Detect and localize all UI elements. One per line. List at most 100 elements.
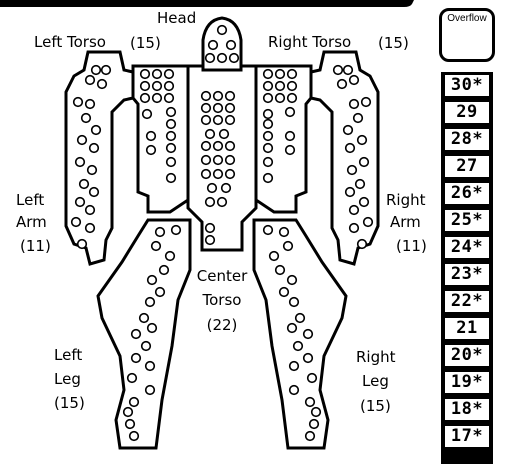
armor-pip bbox=[202, 156, 211, 165]
armor-pip bbox=[218, 54, 227, 63]
left-leg-label-line1: Left bbox=[54, 346, 82, 364]
armor-pip bbox=[356, 180, 365, 189]
armor-pip bbox=[165, 70, 174, 79]
armor-pip bbox=[141, 94, 150, 103]
armor-pip bbox=[141, 70, 150, 79]
armor-pip bbox=[350, 224, 359, 233]
armor-pip bbox=[148, 324, 157, 333]
heat-level-cell: 27 bbox=[441, 153, 493, 182]
heat-level-value: 23* bbox=[445, 264, 489, 285]
heat-level-value: 21 bbox=[445, 318, 489, 339]
armor-pip bbox=[280, 228, 289, 237]
armor-pip bbox=[288, 276, 297, 285]
armor-pip bbox=[276, 266, 285, 275]
armor-pip bbox=[126, 420, 135, 429]
heat-level-cell: 18* bbox=[441, 396, 493, 425]
right-arm-label-line1: Right bbox=[386, 191, 426, 209]
heat-level-value: 28* bbox=[445, 129, 489, 150]
right-arm-armor-value: (11) bbox=[396, 237, 427, 255]
armor-pip bbox=[74, 98, 83, 107]
armor-pip bbox=[226, 92, 235, 101]
armor-pip bbox=[227, 41, 236, 50]
armor-pip bbox=[286, 146, 295, 155]
left-leg-label-line2: Leg bbox=[54, 370, 81, 388]
armor-pip bbox=[165, 94, 174, 103]
armor-pip bbox=[290, 362, 299, 371]
armor-pip bbox=[288, 324, 297, 333]
armor-pip bbox=[206, 130, 215, 139]
right-torso-label: Right Torso bbox=[268, 33, 351, 51]
armor-pip bbox=[264, 82, 273, 91]
armor-pip bbox=[146, 362, 155, 371]
armor-pip bbox=[304, 354, 313, 363]
heat-level-cell: 22* bbox=[441, 288, 493, 317]
armor-pip bbox=[156, 228, 165, 237]
armor-pip bbox=[230, 54, 239, 63]
armor-pip bbox=[92, 66, 101, 75]
heat-level-cell: 17* bbox=[441, 423, 493, 464]
heat-level-cell: 21 bbox=[441, 315, 493, 344]
armor-pip bbox=[214, 170, 223, 179]
armor-pip bbox=[276, 82, 285, 91]
armor-pip bbox=[202, 116, 211, 125]
armor-pip bbox=[290, 298, 299, 307]
armor-pip bbox=[306, 432, 315, 441]
armor-pip bbox=[206, 198, 215, 207]
armor-pip bbox=[264, 70, 273, 79]
armor-pip bbox=[358, 240, 367, 249]
armor-pip bbox=[146, 386, 155, 395]
armor-pip bbox=[264, 174, 273, 183]
armor-pip bbox=[288, 94, 297, 103]
armor-pip bbox=[344, 126, 353, 135]
armor-pip bbox=[354, 114, 363, 123]
heat-level-cell: 19* bbox=[441, 369, 493, 398]
right-leg-label-line1: Right bbox=[356, 348, 396, 366]
heat-level-value: 19* bbox=[445, 372, 489, 393]
armor-pip bbox=[208, 184, 217, 193]
armor-pip bbox=[206, 236, 215, 245]
armor-pip bbox=[153, 82, 162, 91]
armor-pip bbox=[132, 330, 141, 339]
armor-pip bbox=[167, 144, 176, 153]
armor-pip bbox=[290, 386, 299, 395]
armor-pip bbox=[226, 156, 235, 165]
armor-pip bbox=[143, 110, 152, 119]
armor-pip bbox=[202, 104, 211, 113]
armor-pip bbox=[86, 76, 95, 85]
armor-pip bbox=[86, 100, 95, 109]
armor-pip bbox=[165, 82, 174, 91]
armor-pip bbox=[312, 408, 321, 417]
armor-pip bbox=[270, 252, 279, 261]
armor-pip bbox=[142, 342, 151, 351]
armor-pip bbox=[284, 242, 293, 251]
armor-pip bbox=[264, 158, 273, 167]
heat-overflow-box: Overflow bbox=[439, 8, 495, 62]
left-arm-label-line2: Arm bbox=[16, 213, 47, 231]
armor-pip bbox=[90, 188, 99, 197]
armor-pip bbox=[350, 100, 359, 109]
armor-pip bbox=[202, 170, 211, 179]
armor-pip bbox=[264, 94, 273, 103]
armor-pip bbox=[358, 136, 367, 145]
armor-pip bbox=[338, 80, 347, 89]
armor-pip bbox=[364, 218, 373, 227]
armor-pip bbox=[147, 132, 156, 141]
armor-pip bbox=[153, 94, 162, 103]
armor-pip bbox=[362, 98, 371, 107]
armor-pip bbox=[148, 276, 157, 285]
armor-pip bbox=[280, 288, 289, 297]
armor-pip bbox=[264, 132, 273, 141]
heat-level-value: 29 bbox=[445, 102, 489, 123]
armor-pip bbox=[288, 70, 297, 79]
armor-pip bbox=[202, 142, 211, 151]
right-arm-label-line2: Arm bbox=[390, 213, 421, 231]
heat-level-cell: 25* bbox=[441, 207, 493, 236]
heat-level-value: 17* bbox=[445, 426, 489, 447]
head-label: Head bbox=[157, 9, 196, 27]
armor-pip bbox=[78, 240, 87, 249]
armor-pip bbox=[92, 126, 101, 135]
right-leg-armor-value: (15) bbox=[360, 397, 391, 415]
armor-pip bbox=[167, 132, 176, 141]
armor-pip bbox=[72, 218, 81, 227]
armor-pip bbox=[360, 158, 369, 167]
